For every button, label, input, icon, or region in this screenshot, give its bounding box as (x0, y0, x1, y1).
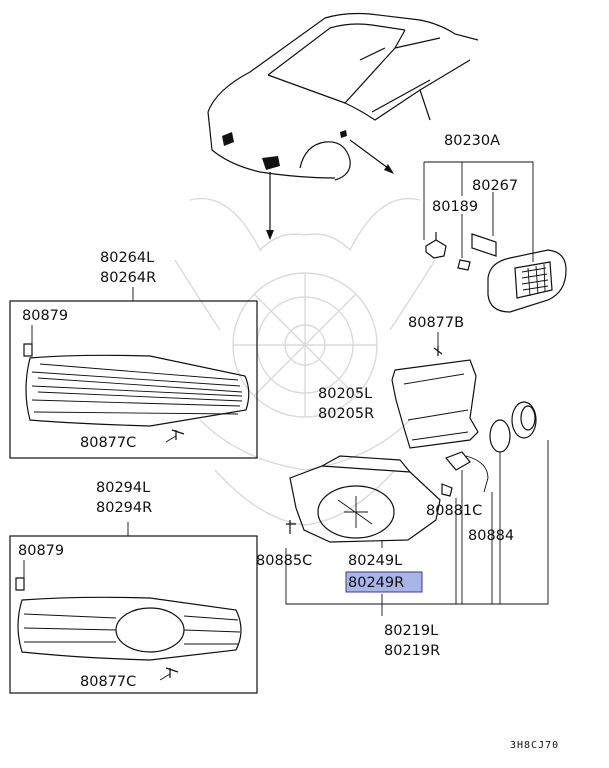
label-80249R[interactable]: 80249R (348, 575, 404, 591)
marker-bulb (425, 232, 447, 259)
label-80877C-upper[interactable]: 80877C (80, 435, 136, 451)
label-80877B[interactable]: 80877B (408, 315, 464, 331)
watermark-emblem (174, 197, 436, 526)
label-80230A[interactable]: 80230A (444, 133, 500, 149)
side-marker-lamp (487, 249, 567, 313)
label-80879-upper[interactable]: 80879 (22, 308, 68, 324)
label-80885C[interactable]: 80885C (256, 553, 312, 569)
label-80264R[interactable]: 80264R (100, 270, 156, 286)
part-labels: 80230A 80267 80189 80264L 80264R 80879 8… (18, 133, 518, 690)
lower-grille-box (9, 522, 258, 694)
upper-grille-box (9, 287, 258, 459)
leaders-fog-lamp (285, 440, 549, 616)
label-80189[interactable]: 80189 (432, 199, 478, 215)
label-80267[interactable]: 80267 (472, 178, 518, 194)
label-80219L[interactable]: 80219L (384, 623, 438, 639)
label-80294R[interactable]: 80294R (96, 500, 152, 516)
marker-clip (457, 233, 497, 271)
arrows (266, 139, 394, 240)
bracket (391, 332, 479, 449)
label-80294L[interactable]: 80294L (96, 480, 150, 496)
diagram-code: 3H8CJ70 (510, 740, 559, 751)
leaders-side-marker (423, 161, 534, 262)
label-80205L[interactable]: 80205L (318, 386, 372, 402)
label-80249L[interactable]: 80249L (348, 553, 402, 569)
car-outline (207, 12, 479, 181)
label-80219R[interactable]: 80219R (384, 643, 440, 659)
label-80881C[interactable]: 80881C (426, 503, 482, 519)
upper-grille (23, 325, 250, 443)
fog-lamp (286, 401, 537, 543)
label-80205R[interactable]: 80205R (318, 406, 374, 422)
label-80879-lower[interactable]: 80879 (18, 543, 64, 559)
label-80877C-lower[interactable]: 80877C (80, 674, 136, 690)
label-80264L[interactable]: 80264L (100, 250, 154, 266)
lower-grille (15, 560, 242, 681)
label-80884[interactable]: 80884 (468, 528, 514, 544)
highlight-box-80249R (345, 571, 423, 593)
